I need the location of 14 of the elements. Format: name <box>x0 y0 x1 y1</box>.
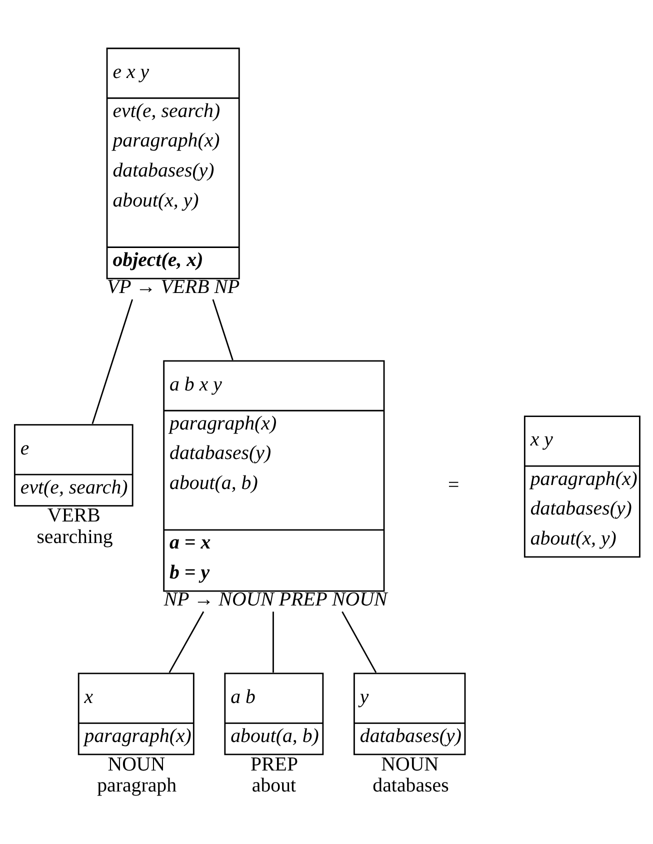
connector <box>168 611 204 673</box>
node-label: paragraph <box>97 774 177 797</box>
node-label: PREP <box>250 753 298 776</box>
connector <box>342 611 377 673</box>
node-label: VERB <box>47 504 100 527</box>
node-label: databases <box>372 774 449 797</box>
node-label: NOUN <box>381 753 439 776</box>
node-label: searching <box>36 526 113 548</box>
label: = <box>448 474 460 496</box>
connector <box>92 299 134 424</box>
node-label: about <box>252 774 296 797</box>
connector <box>212 299 234 360</box>
node-label: NOUN <box>108 753 166 776</box>
connector <box>272 612 274 673</box>
